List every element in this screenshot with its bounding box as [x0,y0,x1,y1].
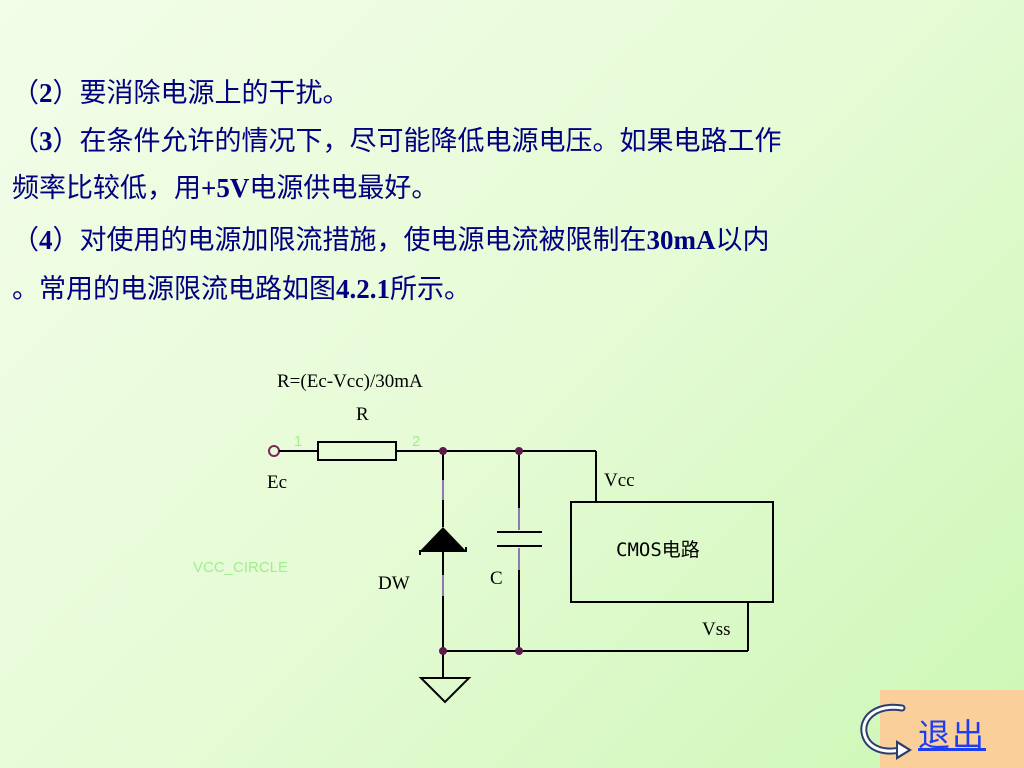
node-junction [515,447,523,455]
cmos-box [570,501,774,603]
paragraph-line-1: （2）要消除电源上的干扰。 [12,78,350,109]
ec-label: Ec [267,472,287,493]
exit-button[interactable]: 退出 [860,690,1024,768]
node-junction [515,647,523,655]
paragraph-line-4: （4）对使用的电源加限流措施，使电源电流被限制在30mA以内 [12,225,770,256]
node-junction [439,647,447,655]
paragraph-line-3: 频率比较低，用+5V电源供电最好。 [12,173,439,204]
pin-1-label: 1 [294,433,302,450]
resistor [317,441,397,461]
zener-diode [420,527,466,551]
ec-terminal [268,445,280,457]
vcc-label: Vcc [604,470,635,491]
paragraph-line-5: 。常用的电源限流电路如图4.2.1所示。 [12,274,471,305]
node-junction [439,447,447,455]
vss-label: Vss [702,619,731,640]
pin-2-label: 2 [412,433,420,450]
resistor-label: R [356,404,369,425]
return-arrow-icon [860,703,912,760]
zener-label: DW [378,573,410,594]
ghost-vcc-circle-label: VCC_CIRCLE [193,559,288,576]
cmos-label: CMOS电路 [616,539,700,561]
ground-icon [418,677,472,704]
paragraph-line-2: （3）在条件允许的情况下，尽可能降低电源电压。如果电路工作 [12,126,782,157]
capacitor-label: C [490,568,503,589]
resistor-formula: R=(Ec-Vcc)/30mA [277,371,423,392]
exit-label[interactable]: 退出 [918,716,987,754]
